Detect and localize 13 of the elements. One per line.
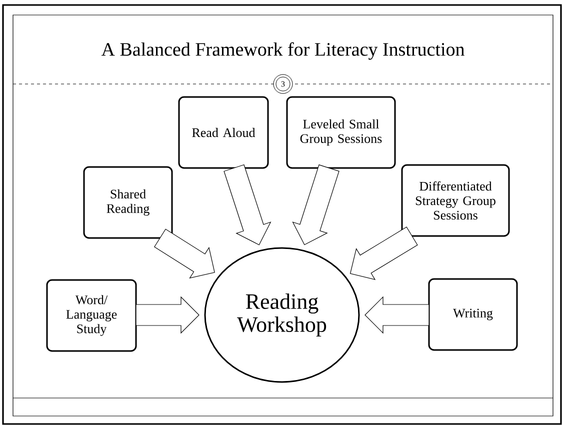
rounded-box: Read Aloud [178, 96, 269, 169]
block-arrow [224, 164, 272, 246]
page-number: 3 [273, 74, 293, 94]
block-arrow [136, 296, 200, 334]
rounded-box: Leveled Small Group Sessions [286, 96, 396, 169]
title: A Balanced Framework for Literacy Instruction [101, 42, 464, 60]
block-arrow [350, 226, 418, 280]
rounded-box: Shared Reading [83, 166, 173, 239]
rounded-box: Writing [428, 278, 518, 351]
rounded-box: Differentiated Strategy Group Sessions [401, 164, 510, 237]
rounded-box: Word/ Language Study [46, 279, 137, 352]
block-arrow [154, 228, 215, 279]
block-arrow [364, 296, 430, 334]
